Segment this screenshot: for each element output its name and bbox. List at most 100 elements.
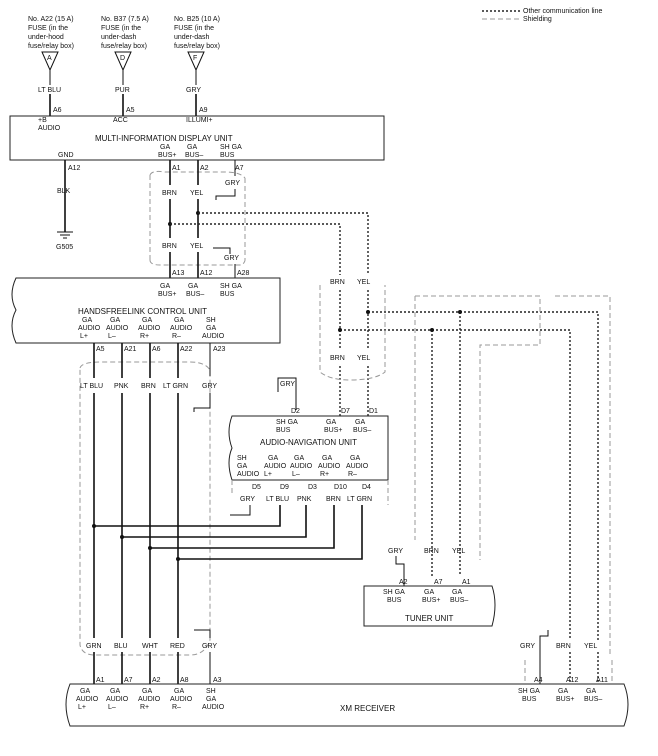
xm-pin-a7: A7	[124, 677, 133, 684]
wire-label-brn-7: BRN	[424, 548, 439, 555]
nav-d5-l2: GA	[237, 463, 247, 470]
xm-a1-l1: GA	[80, 688, 90, 695]
hfl-pin-a23: A23	[213, 346, 226, 353]
fuse-a-wire-color: LT BLU	[38, 87, 61, 94]
legend: Other communication line Shielding	[482, 8, 602, 23]
xm-a8-l2: AUDIO	[170, 696, 193, 703]
xm-box	[65, 683, 629, 727]
nav-d5-l3: AUDIO	[237, 471, 260, 478]
mid-pin-a6-func: +B	[38, 117, 47, 124]
xm-receiver: A1 A7 A2 A8 A3 A4 A12 A11 GA AUDIO L+ GA…	[65, 677, 629, 727]
xm-pin-a4: A4	[534, 677, 543, 684]
nav-d5-l1: SH	[237, 455, 247, 462]
tuner-a1-l1: GA	[452, 589, 462, 596]
mid-pin-a7: A7	[235, 165, 244, 172]
hfl-top-a13-l2: BUS+	[158, 291, 176, 298]
xm-a3-l3: AUDIO	[202, 704, 225, 711]
hfl-top-a13-l1: GA	[160, 283, 170, 290]
gnd-wire-color: BLK	[57, 188, 71, 195]
xm-bus-wires: GRY BRN YEL	[520, 630, 613, 684]
mid-box	[9, 115, 385, 161]
fuse-d-wire-color: PUR	[115, 87, 130, 94]
wire-label-brn-4: BRN	[330, 355, 345, 362]
xm-pin-a11: A11	[596, 677, 608, 684]
nav-title: AUDIO-NAVIGATION UNIT	[260, 438, 357, 447]
audio-shield-1	[79, 361, 211, 656]
wire-label-yel-4: YEL	[357, 355, 370, 362]
tuner-box	[363, 585, 496, 627]
fuse-a-text-4: fuse/relay box)	[28, 43, 74, 50]
fuse-f-text-4: fuse/relay box)	[174, 43, 220, 50]
hfl-a5-l2: AUDIO	[78, 325, 101, 332]
hfl-a23-l3: AUDIO	[202, 333, 225, 340]
hfl-pin-a6: A6	[152, 346, 161, 353]
wire-label-yel-6: YEL	[584, 643, 597, 650]
wire-label-brn-8: BRN	[556, 643, 571, 650]
nav-pin-d7: D7	[341, 408, 350, 415]
fuse-d-connector-icon	[114, 51, 132, 72]
nav-d9-l2: AUDIO	[264, 463, 287, 470]
xm-a2-l3: R+	[140, 704, 149, 711]
nav-d9-l3: L+	[264, 471, 272, 478]
tuner-unit: GRY BRN YEL A2 A7 A1 SH GA BUS GA BUS+ G…	[363, 548, 496, 627]
nav-d3-l1: GA	[294, 455, 304, 462]
bus-shield-6	[555, 295, 611, 655]
wire-label-brn-5: BRN	[141, 383, 156, 390]
hfl-pin-a12: A12	[200, 270, 213, 277]
comm-brn-to-xm	[340, 329, 571, 640]
nav-top-d2-l1: SH GA	[276, 419, 298, 426]
audio-navigation-unit: GRY D2 D7 D1 SH GA BUS GA BUS+ GA BUS– A…	[94, 377, 389, 560]
nav-pin-d10: D10	[334, 484, 347, 491]
nav-top-d2-l2: BUS	[276, 427, 291, 434]
wire-label-yel-2: YEL	[190, 243, 203, 250]
mid-pin-a1-l2: BUS+	[158, 152, 176, 159]
tuner-a2-l2: BUS	[387, 597, 402, 604]
hfl-a23-l2: GA	[206, 325, 216, 332]
tuner-a1-l2: BUS–	[450, 597, 468, 604]
xm-a2-l2: AUDIO	[138, 696, 161, 703]
wire-label-blu: BLU	[114, 643, 128, 650]
fuse-d-text-3: under-dash	[101, 34, 137, 41]
fuse-d: No. B37 (7.5 A) FUSE (in the under-dash …	[101, 16, 149, 116]
xm-a7-l1: GA	[110, 688, 120, 695]
mid-pin-a2-l2: BUS–	[185, 152, 203, 159]
fuse-d-text-2: FUSE (in the	[101, 25, 141, 32]
hfl-pin-a13: A13	[172, 270, 185, 277]
hfl-a5-l1: GA	[82, 317, 92, 324]
hfl-a21-l3: L–	[108, 333, 116, 340]
nav-top-d1-l1: GA	[355, 419, 365, 426]
wire-label-gry-2: GRY	[224, 255, 239, 262]
xm-a1-l3: L+	[78, 704, 86, 711]
wire-label-red: RED	[170, 643, 185, 650]
fuse-d-id: D	[120, 55, 125, 62]
mid-pin-a9-func: ILLUMI+	[186, 117, 213, 124]
nav-top-d7-l2: BUS+	[324, 427, 342, 434]
wire-label-grn: GRN	[86, 643, 102, 650]
nav-d3-l3: L–	[292, 471, 300, 478]
xm-a3-l1: SH	[206, 688, 216, 695]
wire-label-pnk-2: PNK	[297, 496, 312, 503]
nav-d9-l1: GA	[268, 455, 278, 462]
nav-d4-l3: R–	[348, 471, 357, 478]
wire-label-lt-grn-2: LT GRN	[347, 496, 372, 503]
mid-to-hfl-bus: BRN YEL GRY BRN YEL GRY A13 A12 A28	[149, 160, 250, 278]
comm-brn-branch	[170, 223, 341, 275]
fuse-a: No. A22 (15 A) FUSE (in the under-hood f…	[28, 16, 74, 116]
wire-label-wht: WHT	[142, 643, 159, 650]
hfl-top-a12-l1: GA	[188, 283, 198, 290]
fuse-f-text-2: FUSE (in the	[174, 25, 214, 32]
wire-label-gry-7: GRY	[388, 548, 403, 555]
hfl-top-a28-l1: SH GA	[220, 283, 242, 290]
fuse-a-pin: A6	[53, 107, 62, 114]
hfl-a22-l1: GA	[174, 317, 184, 324]
xm-pin-a8: A8	[180, 677, 189, 684]
communication-lines: BRN YEL BRN YEL	[170, 212, 611, 655]
mid-pin-a5-func: ACC	[113, 117, 128, 124]
tuner-pin-a1: A1	[462, 579, 471, 586]
xm-a4-l1: SH GA	[518, 688, 540, 695]
wire-label-lt-grn-1: LT GRN	[163, 383, 188, 390]
hfl-a6-l2: AUDIO	[138, 325, 161, 332]
bus-shield-3	[319, 285, 386, 381]
multi-information-display-unit: +B AUDIO ACC ILLUMI+ MULTI-INFORMATION D…	[9, 115, 385, 172]
